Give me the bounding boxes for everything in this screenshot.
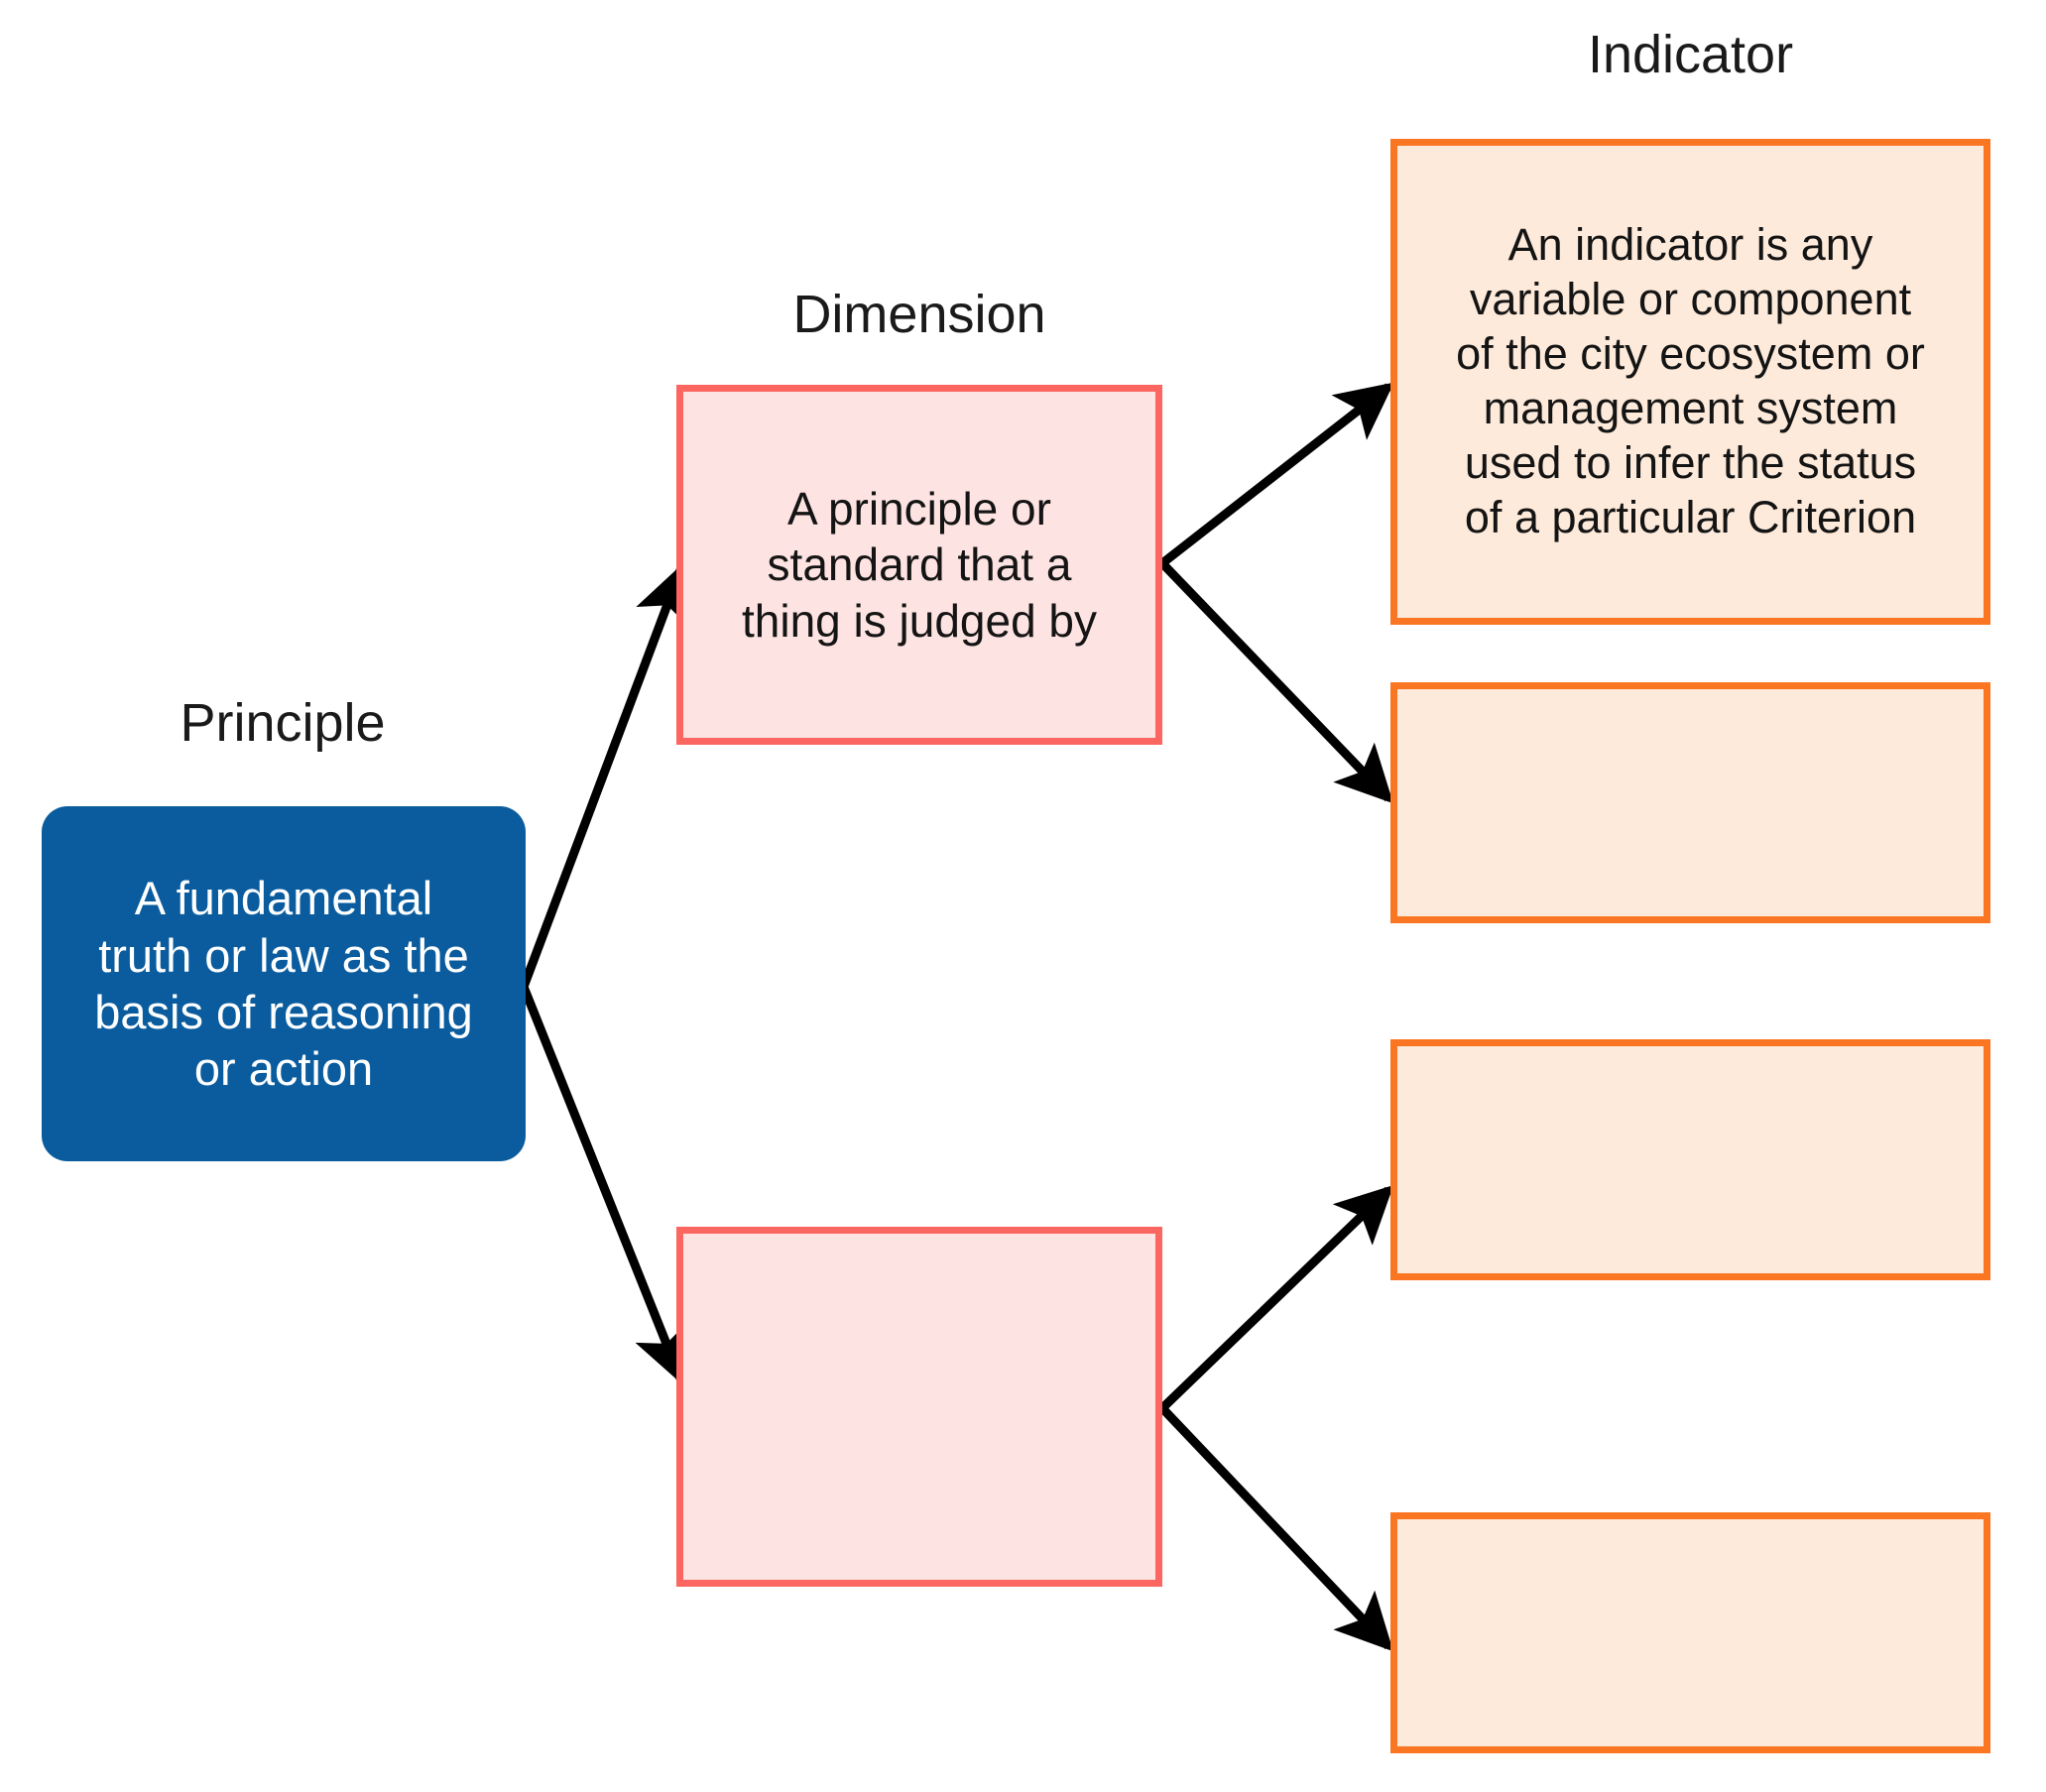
column-title-indicator: Indicator: [1587, 25, 1794, 84]
edge-principle-to-dimension-1: [519, 563, 690, 989]
column-title-principle: Principle: [180, 693, 386, 753]
node-indicator-1[interactable]: An indicator is any variable or componen…: [1390, 139, 1990, 625]
node-indicator-3[interactable]: [1390, 1039, 1990, 1280]
edge-dimension-1-to-indicator-1: [1159, 382, 1394, 567]
edge-dimension-2-to-indicator-3: [1158, 1185, 1394, 1412]
edge-principle-to-dimension-2: [519, 985, 689, 1385]
edge-dimension-1-to-indicator-2: [1158, 559, 1393, 804]
node-dimension-2[interactable]: [676, 1227, 1162, 1587]
node-indicator-1-text: An indicator is any variable or componen…: [1456, 219, 1925, 542]
node-dimension-1[interactable]: A principle or standard that a thing is …: [676, 385, 1162, 745]
column-title-dimension: Dimension: [792, 285, 1046, 344]
node-principle[interactable]: A fundamental truth or law as the basis …: [42, 806, 526, 1161]
node-indicator-2[interactable]: [1390, 682, 1990, 923]
node-indicator-4[interactable]: [1390, 1512, 1990, 1753]
node-principle-text: A fundamental truth or law as the basis …: [94, 872, 473, 1096]
node-dimension-1-text: A principle or standard that a thing is …: [741, 483, 1098, 647]
edge-dimension-2-to-indicator-4: [1158, 1404, 1393, 1652]
